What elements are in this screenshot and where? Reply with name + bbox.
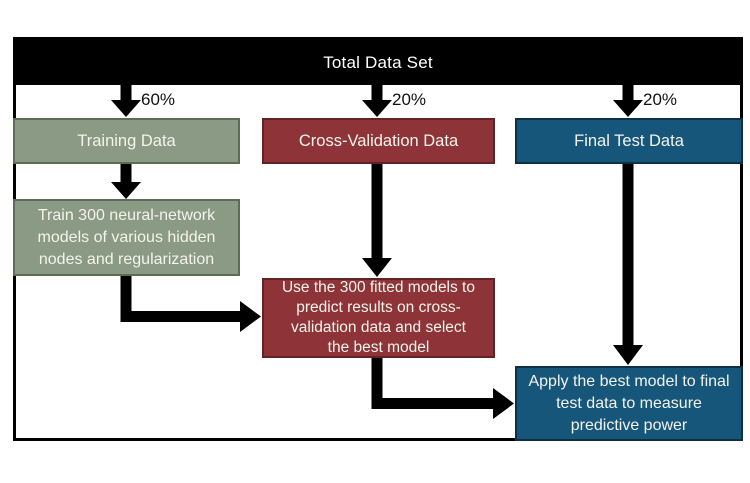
training-data-label: Training Data: [77, 131, 176, 150]
use-models-line: predict results on cross-: [296, 299, 461, 316]
train-models-line: models of various hidden: [37, 228, 216, 246]
total-data-set-bar: Total Data Set: [16, 40, 740, 85]
split-percent-crossval: 20%: [392, 90, 427, 109]
train-models-line: nodes and regularization: [38, 250, 215, 268]
use-models-box: Use the 300 fitted models to predict res…: [262, 278, 495, 358]
use-models-line: the best model: [327, 339, 430, 356]
diagram-title: Total Data Set: [323, 52, 433, 72]
final-test-data-box: Final Test Data: [515, 118, 743, 164]
apply-model-box: Apply the best model to final test data …: [515, 366, 743, 441]
final-test-data-label: Final Test Data: [574, 131, 684, 150]
use-models-line: validation data and select: [291, 319, 466, 336]
cross-validation-data-label: Cross-Validation Data: [298, 131, 459, 150]
split-percent-finaltest: 20%: [643, 90, 678, 109]
split-percent-training: 60%: [141, 90, 176, 109]
train-models-box: Train 300 neural-network models of vario…: [13, 199, 240, 276]
cross-validation-data-box: Cross-Validation Data: [262, 118, 495, 164]
use-models-line: Use the 300 fitted models to: [281, 279, 475, 296]
apply-model-line: predictive power: [570, 416, 688, 434]
train-models-line: Train 300 neural-network: [37, 206, 216, 224]
apply-model-line: Apply the best model to final: [528, 372, 730, 390]
training-data-box: Training Data: [13, 118, 240, 164]
apply-model-line: test data to measure: [556, 394, 702, 412]
